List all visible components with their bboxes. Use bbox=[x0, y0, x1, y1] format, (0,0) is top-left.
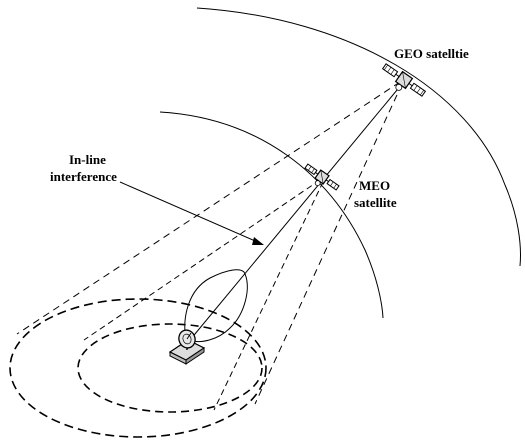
interference-beam bbox=[184, 269, 248, 342]
meo-satellite-label-line2: satellite bbox=[354, 195, 397, 210]
meo-orbit bbox=[159, 111, 384, 319]
meo-satellite-icon bbox=[304, 163, 340, 191]
inline-interference-label-line1: In-line bbox=[69, 152, 106, 167]
geo-cone-right-line bbox=[254, 83, 403, 405]
meo-cone-left-line bbox=[83, 179, 321, 341]
meo-cone-right-line bbox=[213, 181, 324, 411]
interference-arrow-head bbox=[252, 237, 264, 245]
geo-cone-left-line bbox=[16, 81, 401, 335]
geo-satellite-label: GEO satelltie bbox=[394, 46, 469, 61]
geo-coverage-ellipse bbox=[9, 298, 267, 438]
geo-satellite-icon bbox=[381, 63, 427, 97]
interference-arrow-line bbox=[119, 181, 263, 245]
inline-link-line bbox=[189, 83, 403, 341]
meo-coverage-ellipse bbox=[77, 323, 263, 413]
inline-interference-label-line2: interference bbox=[50, 169, 117, 184]
ground-station-icon bbox=[168, 329, 206, 365]
geo-orbit bbox=[196, 7, 521, 267]
meo-satellite-label-line1: MEO bbox=[359, 178, 391, 193]
